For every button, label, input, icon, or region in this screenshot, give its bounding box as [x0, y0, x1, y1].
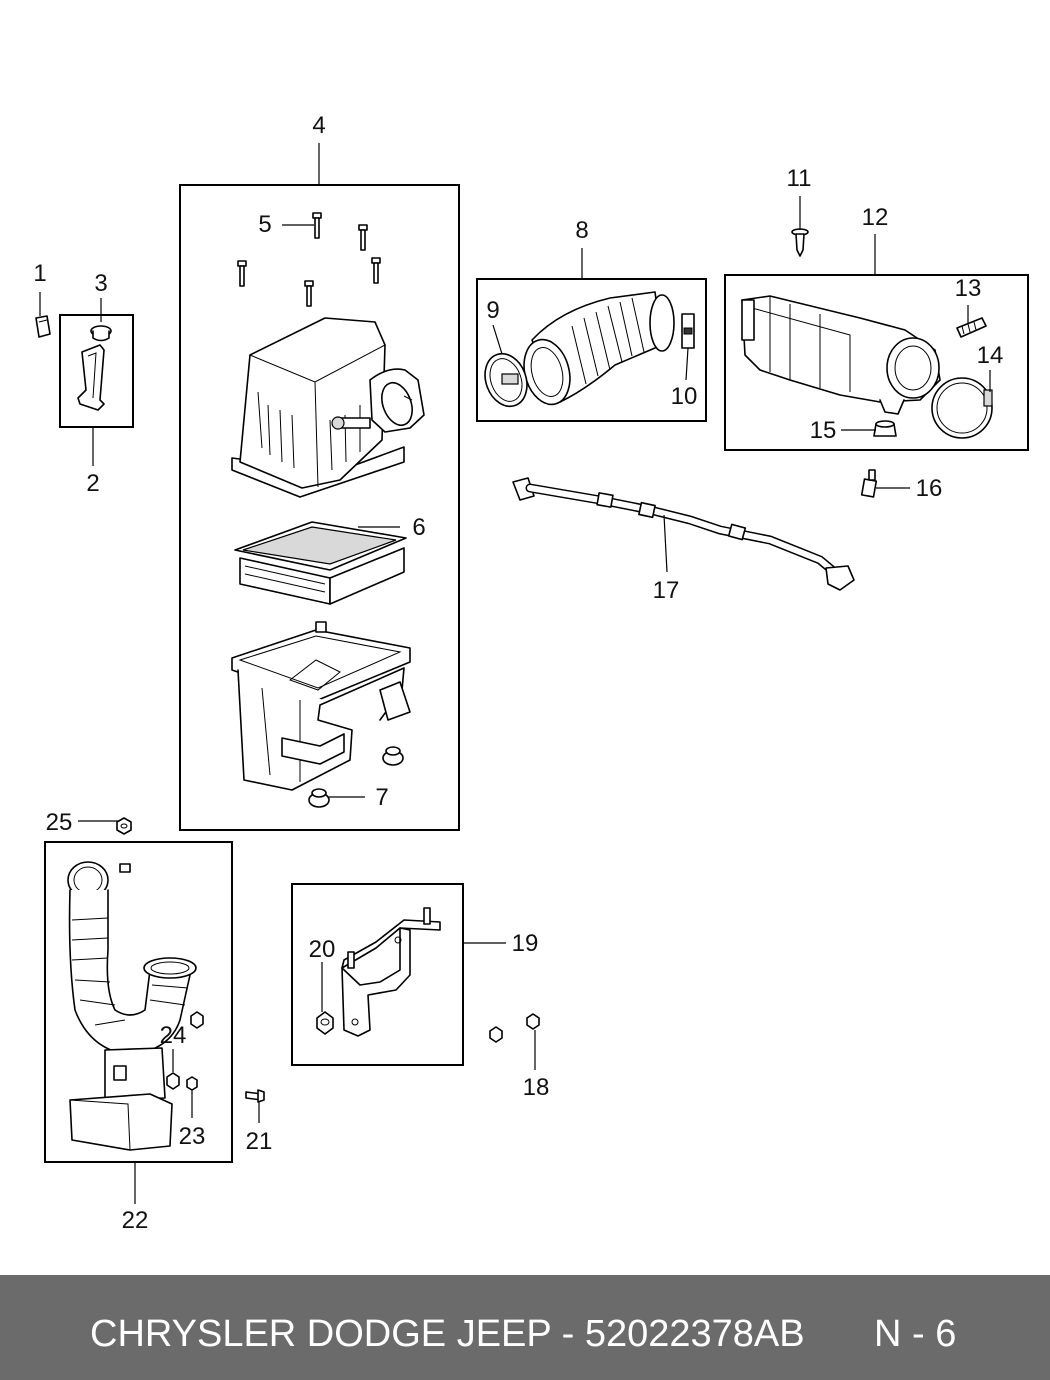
part-11-push-pin: [791, 228, 809, 257]
callout-21: 21: [246, 1128, 273, 1155]
part-8-intake-hose: [523, 291, 695, 406]
callout-20: 20: [309, 936, 336, 963]
callout-16: 16: [916, 475, 943, 502]
callout-3: 3: [94, 270, 107, 297]
callout-23: 23: [179, 1123, 206, 1150]
air-cleaner-cover: [231, 317, 425, 498]
part-14-clamp: [931, 377, 993, 439]
part-2-bracket: [77, 344, 105, 411]
parts-diagram: 1 2 3 4 5 6 7 8 9 10 11 12 13 14 15 16 1…: [33, 112, 1029, 1234]
callout-10: 10: [671, 383, 698, 410]
footer-title: CHRYSLER DODGE JEEP - 52022378AB: [90, 1313, 805, 1355]
part-7-grommets: [308, 746, 404, 808]
part-21-bolt: [245, 1089, 265, 1103]
part-3-grommet: [90, 325, 112, 342]
callout-4: 4: [312, 112, 325, 139]
callout-24: 24: [160, 1022, 187, 1049]
part-1-clip: [35, 315, 51, 338]
part-15-cap: [873, 420, 897, 437]
part-20-nut: [316, 1011, 334, 1035]
part-22-inlet-duct: [67, 861, 197, 1151]
group-box-12: [724, 274, 1029, 451]
callout-25: 25: [46, 809, 73, 836]
callout-18: 18: [523, 1074, 550, 1101]
group-box-19: [291, 883, 464, 1066]
footer-page-number: N - 6: [874, 1313, 957, 1355]
callout-19: 19: [512, 930, 539, 957]
group-box-22: [44, 841, 233, 1163]
callout-7: 7: [375, 784, 388, 811]
callout-14: 14: [977, 342, 1004, 369]
part-24-nuts: [166, 1011, 204, 1090]
part-17-vent-tube: [512, 477, 855, 591]
callout-13: 13: [955, 275, 982, 302]
callout-12: 12: [862, 204, 889, 231]
callout-1: 1: [33, 260, 46, 287]
part-9-clamp: [484, 352, 528, 408]
callout-22: 22: [122, 1207, 149, 1234]
part-19-bracket: [341, 907, 441, 1037]
footer-bar: CHRYSLER DODGE JEEP - 52022378AB N - 6: [0, 1275, 1050, 1380]
part-13-sensor: [956, 317, 987, 338]
part-12-resonator: [741, 295, 941, 415]
group-box-8: [476, 278, 707, 422]
part-5-screws: [237, 212, 381, 307]
callout-6: 6: [412, 514, 425, 541]
group-box-2: [59, 314, 134, 428]
callout-8: 8: [575, 217, 588, 244]
part-16-fitting: [860, 469, 878, 498]
callout-5: 5: [258, 211, 271, 238]
callout-11: 11: [787, 165, 812, 192]
callout-15: 15: [810, 417, 837, 444]
callout-9: 9: [486, 297, 499, 324]
part-18-nuts: [489, 1013, 540, 1043]
callout-17: 17: [653, 577, 680, 604]
air-cleaner-lower-housing: [231, 621, 411, 791]
callout-labels: 1 2 3 4 5 6 7 8 9 10 11 12 13 14 15 16 1…: [33, 112, 1003, 1234]
leader-lines: [39, 143, 991, 1204]
callout-2: 2: [86, 470, 99, 497]
part-25-nut: [116, 817, 132, 835]
part-6-air-filter: [234, 521, 407, 605]
part-23-nut: [186, 1076, 198, 1091]
